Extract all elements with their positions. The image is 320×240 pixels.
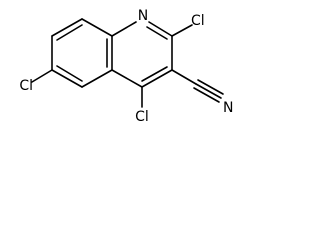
bond-c6-c5 <box>51 69 83 88</box>
atom-label-n1: N <box>138 8 148 24</box>
atom-label-cl-c4: Cl <box>135 109 149 125</box>
bond-n1-c2 <box>148 21 173 37</box>
bond-c3-c4 <box>141 69 173 88</box>
bond-c8-c7 <box>51 18 83 37</box>
bond-c2-cl <box>171 24 193 37</box>
bond-c6-c5-inner <box>56 65 83 82</box>
atom-label-nitrile-n: N <box>223 100 233 116</box>
bond-nitrile-triple-1 <box>195 83 222 99</box>
bond-c6-cl <box>31 69 53 83</box>
atom-label-cl-c2: Cl <box>191 13 205 29</box>
bond-c7-c8-inner <box>56 24 83 41</box>
bonds <box>31 18 224 108</box>
bond-nitrile-triple-2 <box>197 79 224 95</box>
bond-c5-c4a <box>81 69 113 88</box>
bond-n1-c2-inner <box>146 26 168 40</box>
atom-labels: N Cl Cl Cl N <box>19 8 233 125</box>
atom-label-cl-c6: Cl <box>19 78 33 94</box>
bond-c8a-c8 <box>81 18 113 37</box>
bond-nitrile-triple-3 <box>193 87 220 103</box>
bond-c4-c4a <box>111 69 143 88</box>
chemical-structure-diagram: N Cl Cl Cl N <box>19 8 233 125</box>
bond-c3-c4-inner <box>141 66 168 82</box>
bond-c8a-n1 <box>111 21 137 37</box>
bond-c3-cn <box>171 69 197 85</box>
